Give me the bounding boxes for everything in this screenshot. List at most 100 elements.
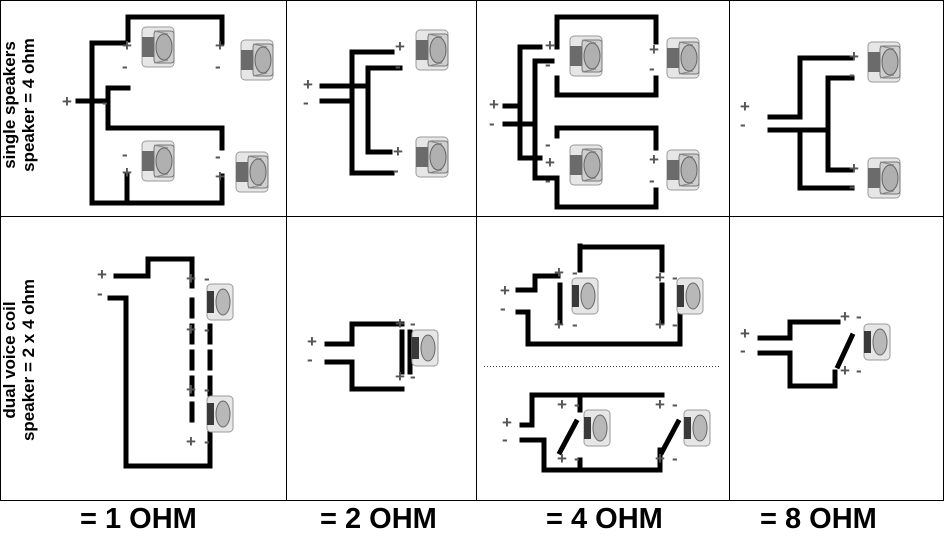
dual-voice-coil-speaker-icon — [571, 277, 599, 315]
positive-terminal-label: + — [122, 163, 132, 182]
loudspeaker-icon — [240, 39, 274, 81]
negative-terminal-label: - — [122, 57, 128, 76]
loudspeaker-icon — [666, 149, 700, 191]
positive-terminal-label: + — [554, 263, 564, 282]
grid-lines — [0, 0, 944, 501]
positive-terminal-label: + — [395, 37, 405, 56]
positive-terminal-label: + — [215, 167, 225, 186]
positive-terminal-label: + — [395, 314, 405, 333]
negative-terminal-label: - — [856, 307, 862, 326]
positive-terminal-label: + — [393, 142, 403, 161]
negative-terminal-label: - — [740, 341, 746, 360]
positive-terminal-label: + — [489, 95, 499, 114]
terminal-markers: ++-+--+-+-+-+-+-+-+-+--+-+-+-+-+-+-+-+-+… — [62, 36, 862, 468]
negative-terminal-label: - — [545, 55, 551, 74]
dual-voice-coil-speaker-icon — [206, 395, 234, 433]
negative-terminal-label: - — [572, 263, 578, 282]
positive-terminal-label: + — [62, 92, 72, 111]
result-2-ohm: = 2 OHM — [320, 503, 437, 535]
loudspeaker-icon — [141, 26, 175, 68]
positive-terminal-label: + — [186, 269, 196, 288]
negative-terminal-label: - — [649, 171, 655, 190]
negative-terminal-label: - — [204, 432, 210, 451]
dual-voice-coil-speaker-icon — [583, 409, 611, 447]
positive-terminal-label: + — [215, 36, 225, 55]
negative-terminal-label: - — [307, 350, 313, 369]
positive-terminal-label: + — [502, 413, 512, 432]
positive-terminal-label: + — [649, 40, 659, 59]
negative-terminal-label: - — [102, 93, 108, 112]
positive-terminal-label: + — [655, 315, 665, 334]
positive-terminal-label: + — [186, 320, 196, 339]
loudspeaker-icon — [569, 35, 603, 77]
negative-terminal-label: - — [395, 57, 401, 76]
wires — [75, 14, 856, 473]
negative-terminal-label: - — [572, 315, 578, 334]
negative-terminal-label: - — [393, 161, 399, 180]
negative-terminal-label: - — [545, 171, 551, 190]
negative-terminal-label: - — [215, 57, 221, 76]
negative-terminal-label: - — [502, 430, 508, 449]
loudspeaker-icon — [666, 37, 700, 79]
negative-terminal-label: - — [574, 449, 580, 468]
dual-voice-coil-speaker-icon — [411, 329, 439, 367]
negative-terminal-label: - — [849, 177, 855, 196]
positive-terminal-label: + — [500, 281, 510, 300]
positive-terminal-label: + — [849, 159, 859, 178]
positive-terminal-label: + — [122, 36, 132, 55]
negative-terminal-label: - — [410, 314, 416, 333]
positive-terminal-label: + — [840, 361, 850, 380]
positive-terminal-label: + — [557, 395, 567, 414]
loudspeaker-icon — [569, 144, 603, 186]
negative-terminal-label: - — [740, 115, 746, 134]
negative-terminal-label: - — [204, 320, 210, 339]
negative-terminal-label: - — [856, 361, 862, 380]
positive-terminal-label: + — [97, 265, 107, 284]
negative-terminal-label: - — [672, 268, 678, 287]
positive-terminal-label: + — [840, 307, 850, 326]
positive-terminal-label: + — [740, 97, 750, 116]
negative-terminal-label: - — [97, 284, 103, 303]
negative-terminal-label: - — [574, 395, 580, 414]
positive-terminal-label: + — [655, 449, 665, 468]
negative-terminal-label: - — [649, 59, 655, 78]
positive-terminal-label: + — [655, 395, 665, 414]
result-1-ohm: = 1 OHM — [80, 503, 197, 535]
negative-terminal-label: - — [545, 135, 551, 154]
loudspeaker-icon — [235, 151, 269, 193]
negative-terminal-label: - — [500, 299, 506, 318]
negative-terminal-label: - — [672, 315, 678, 334]
negative-terminal-label: - — [215, 147, 221, 166]
negative-terminal-label: - — [303, 93, 309, 112]
positive-terminal-label: + — [545, 36, 555, 55]
dual-voice-coil-speaker-icon — [206, 283, 234, 321]
positive-terminal-label: + — [649, 150, 659, 169]
positive-terminal-label: + — [303, 75, 313, 94]
result-8-ohm: = 8 OHM — [760, 503, 877, 535]
loudspeaker-icon — [867, 157, 901, 199]
positive-terminal-label: + — [186, 432, 196, 451]
negative-terminal-label: - — [410, 367, 416, 386]
negative-terminal-label: - — [672, 449, 678, 468]
positive-terminal-label: + — [307, 332, 317, 351]
negative-terminal-label: - — [849, 65, 855, 84]
positive-terminal-label: + — [557, 449, 567, 468]
dual-voice-coil-speaker-icon — [683, 409, 711, 447]
positive-terminal-label: + — [554, 315, 564, 334]
loudspeaker-icon — [415, 136, 449, 178]
positive-terminal-label: + — [740, 324, 750, 343]
negative-terminal-label: - — [204, 380, 210, 399]
dual-voice-coil-speaker-icon — [676, 277, 704, 315]
negative-terminal-label: - — [204, 269, 210, 288]
positive-terminal-label: + — [545, 153, 555, 172]
positive-terminal-label: + — [849, 47, 859, 66]
negative-terminal-label: - — [672, 395, 678, 414]
positive-terminal-label: + — [395, 367, 405, 386]
loudspeaker-icon — [867, 41, 901, 83]
negative-terminal-label: - — [122, 145, 128, 164]
loudspeaker-icon — [141, 140, 175, 182]
loudspeaker-icon — [415, 29, 449, 71]
negative-terminal-label: - — [489, 114, 495, 133]
dual-voice-coil-speaker-icon — [863, 323, 891, 361]
